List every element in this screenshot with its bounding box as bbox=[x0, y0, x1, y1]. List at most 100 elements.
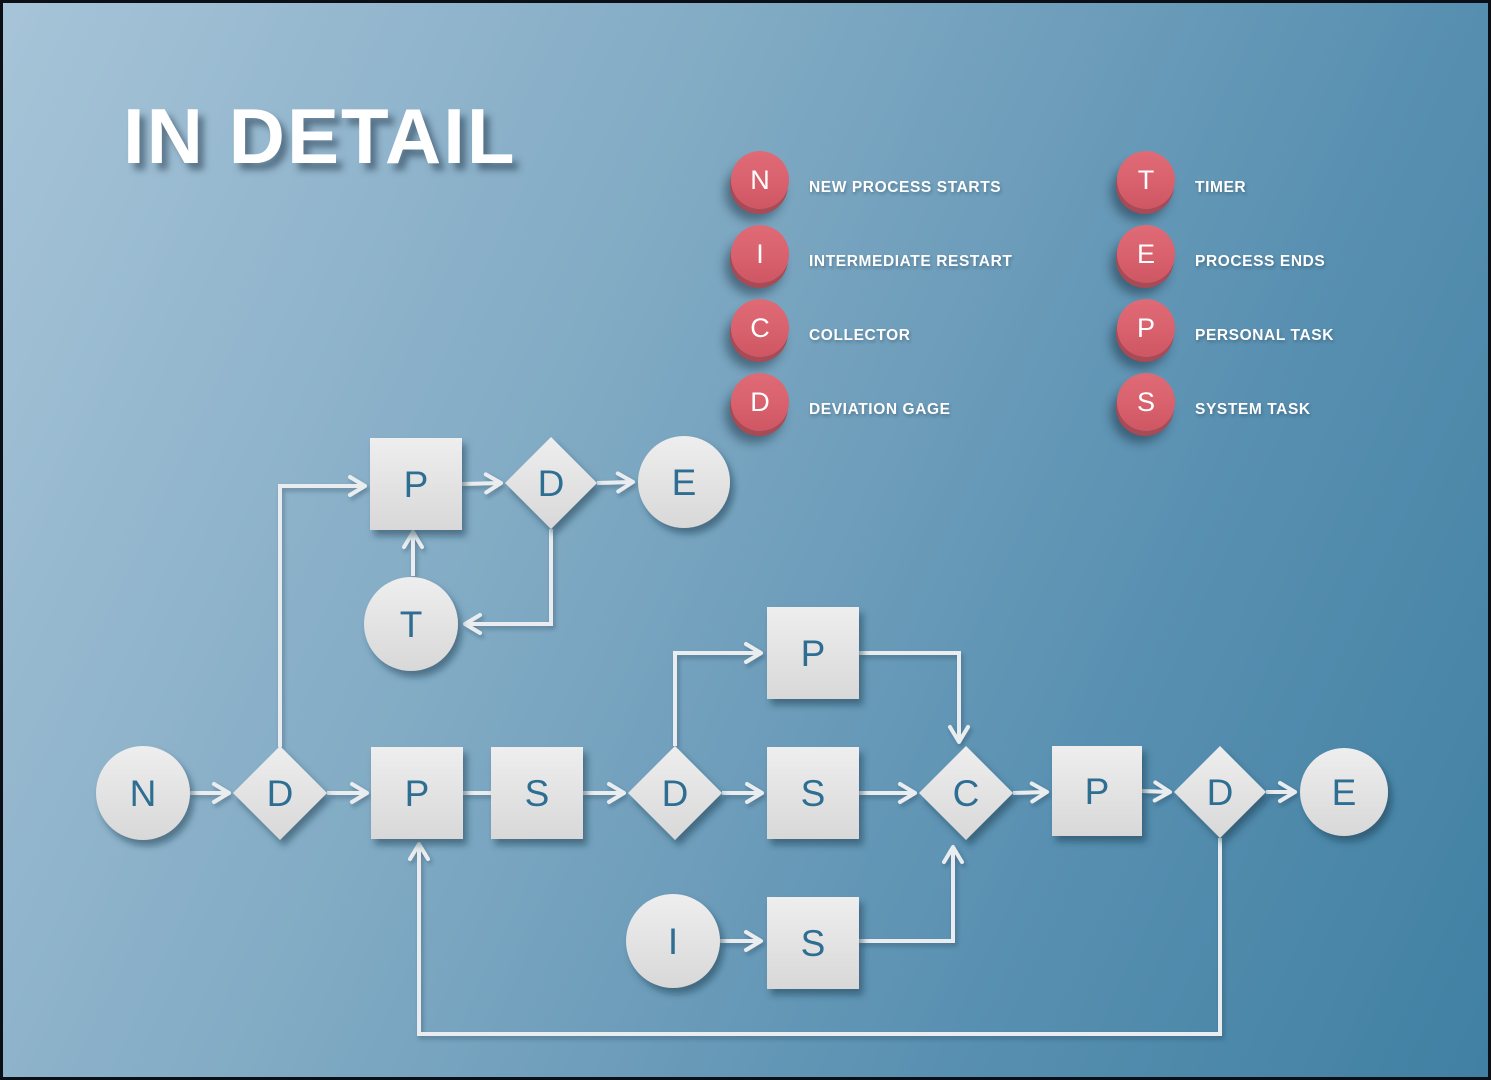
node-shape bbox=[233, 746, 327, 840]
legend-label: NEW PROCESS STARTS bbox=[809, 179, 1002, 196]
node-square-s: S bbox=[491, 747, 583, 839]
arrowhead-icon bbox=[948, 725, 970, 744]
node-letter: S bbox=[801, 773, 826, 814]
legend-badge-circle: N bbox=[731, 151, 789, 209]
node-square-p: P bbox=[767, 607, 859, 699]
legend-badge-circle: I bbox=[731, 225, 789, 283]
arrowhead-icon bbox=[348, 475, 367, 497]
node-shape bbox=[370, 438, 462, 530]
arrowhead-icon bbox=[408, 842, 430, 861]
node-diamond-d: D bbox=[1174, 746, 1266, 838]
node-square-p: P bbox=[370, 438, 462, 530]
arrowhead-icon bbox=[1278, 781, 1297, 803]
node-shape bbox=[96, 746, 190, 840]
arrowhead-icon bbox=[350, 782, 369, 804]
edges-layer bbox=[190, 471, 1297, 1036]
legend-badge-letter: S bbox=[1136, 386, 1155, 417]
edge-connector bbox=[327, 782, 369, 804]
node-square-s: S bbox=[767, 747, 859, 839]
edge-connector bbox=[190, 782, 231, 804]
node-diamond-c: C bbox=[919, 746, 1013, 840]
arrowhead-icon bbox=[483, 472, 503, 495]
edge-connector bbox=[859, 845, 964, 943]
legend-badge-letter: T bbox=[1137, 164, 1155, 195]
arrowhead-icon bbox=[744, 642, 763, 664]
edge-connector bbox=[1266, 781, 1297, 803]
node-letter: P bbox=[801, 633, 826, 674]
edge-connector bbox=[408, 838, 1222, 1036]
edge-connector bbox=[278, 475, 367, 747]
arrowhead-icon bbox=[942, 845, 964, 864]
node-square-s: S bbox=[767, 897, 859, 989]
legend-badge-circle: P bbox=[1117, 299, 1175, 357]
page-title: IN DETAIL bbox=[123, 92, 517, 180]
legend-column-left: N NEW PROCESS STARTS I INTERMEDIATE RESTART… bbox=[731, 151, 1012, 447]
arrowhead-icon bbox=[463, 613, 482, 635]
node-letter: S bbox=[525, 773, 550, 814]
edge-connector bbox=[859, 782, 917, 804]
arrowhead-icon bbox=[744, 930, 763, 952]
edge-connector bbox=[673, 642, 763, 746]
node-shape bbox=[767, 897, 859, 989]
arrowhead-icon bbox=[402, 530, 424, 549]
arrowhead-icon bbox=[1029, 781, 1049, 804]
legend-label: COLLECTOR bbox=[809, 327, 911, 344]
node-letter: E bbox=[672, 462, 697, 503]
node-diamond-d: D bbox=[233, 746, 327, 840]
node-letter: N bbox=[130, 773, 157, 814]
edge-connector bbox=[461, 472, 503, 495]
node-letter: C bbox=[953, 773, 980, 814]
arrowhead-icon bbox=[745, 782, 764, 804]
node-letter: P bbox=[405, 773, 430, 814]
node-letter: S bbox=[801, 923, 826, 964]
legend-badge-letter: C bbox=[750, 312, 770, 343]
legend-badge-letter: I bbox=[756, 238, 764, 269]
node-letter: P bbox=[404, 464, 429, 505]
arrowhead-icon bbox=[1152, 780, 1172, 803]
legend-badge-letter: N bbox=[750, 164, 770, 195]
node-circle-e: E bbox=[1300, 748, 1388, 836]
edge-connector bbox=[402, 530, 424, 576]
edge-connector bbox=[859, 651, 970, 744]
node-letter: E bbox=[1332, 772, 1357, 813]
legend-item-i: I INTERMEDIATE RESTART bbox=[731, 225, 1012, 283]
legend-badge-circle: C bbox=[731, 299, 789, 357]
legend-label: PERSONAL TASK bbox=[1195, 327, 1334, 344]
node-letter: D bbox=[538, 463, 565, 504]
node-letter: D bbox=[662, 773, 689, 814]
node-letter: I bbox=[668, 921, 678, 962]
legend-item-c: C COLLECTOR bbox=[731, 299, 1012, 357]
node-shape bbox=[1300, 748, 1388, 836]
node-shape bbox=[919, 746, 1013, 840]
legend-badge-letter: D bbox=[750, 386, 770, 417]
arrowhead-icon bbox=[212, 782, 231, 804]
edge-connector bbox=[463, 529, 553, 635]
legend-label: TIMER bbox=[1195, 179, 1247, 196]
node-shape bbox=[1052, 746, 1142, 836]
node-shape bbox=[638, 436, 730, 528]
node-letter: P bbox=[1085, 771, 1110, 812]
arrowhead-icon bbox=[898, 782, 917, 804]
legend-badge-circle: T bbox=[1117, 151, 1175, 209]
node-shape bbox=[371, 747, 463, 839]
node-shape bbox=[767, 607, 859, 699]
arrowhead-icon bbox=[607, 782, 626, 804]
legend-badge-letter: P bbox=[1136, 312, 1155, 343]
node-circle-i: I bbox=[626, 894, 720, 988]
edge-connector bbox=[720, 930, 763, 952]
edge-connector bbox=[722, 782, 764, 804]
node-letter: D bbox=[267, 773, 294, 814]
edge-connector bbox=[583, 782, 626, 804]
node-square-p: P bbox=[1052, 746, 1142, 836]
legend-item-p: P PERSONAL TASK bbox=[1117, 299, 1334, 357]
node-diamond-d: D bbox=[628, 746, 722, 840]
node-diamond-d: D bbox=[505, 437, 597, 529]
legend-badge-circle: D bbox=[731, 373, 789, 431]
legend-label: INTERMEDIATE RESTART bbox=[809, 253, 1013, 270]
node-shape bbox=[491, 747, 583, 839]
